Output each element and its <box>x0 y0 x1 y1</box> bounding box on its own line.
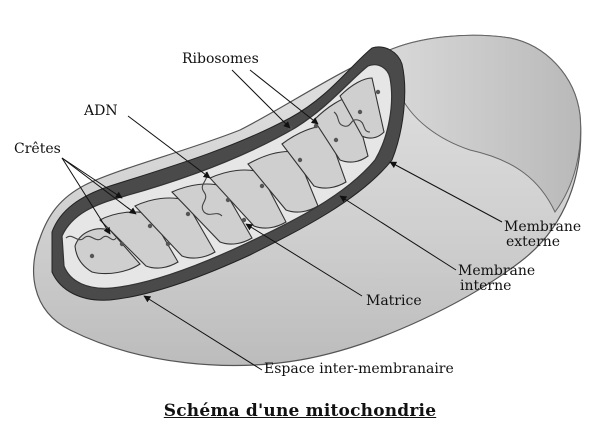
leader-ribosomes-1 <box>231 69 291 129</box>
leader-cretes-1 <box>61 157 123 199</box>
ribosome-dots <box>89 89 381 259</box>
label-membrane-externe-line1: Membrane <box>504 219 582 235</box>
label-ribosomes: Ribosomes <box>182 51 259 67</box>
label-membrane-externe: Membrane externe <box>504 220 581 250</box>
label-membrane-interne-line1: Membrane <box>458 263 536 279</box>
label-membrane-externe-line2: externe <box>506 234 561 250</box>
leader-cretes-3 <box>61 157 111 235</box>
leader-membrane-interne <box>339 195 457 271</box>
cristae <box>74 77 385 275</box>
label-matrice: Matrice <box>366 293 422 309</box>
leader-membrane-externe <box>389 161 503 223</box>
diagram-caption: Schéma d'une mitochondrie <box>163 401 437 421</box>
leader-adn <box>127 115 211 179</box>
leader-matrice <box>245 223 363 297</box>
label-membrane-interne: Membrane interne <box>458 264 535 294</box>
label-membrane-interne-line2: interne <box>460 278 512 294</box>
leader-lines <box>61 69 503 371</box>
dna-strands <box>65 111 371 241</box>
label-espace: Espace inter-membranaire <box>264 361 454 377</box>
leader-espace <box>143 295 263 371</box>
leader-ribosomes-2 <box>249 69 319 125</box>
label-cretes: Crêtes <box>14 141 61 157</box>
label-adn: ADN <box>84 103 118 119</box>
leader-cretes-2 <box>61 157 137 215</box>
